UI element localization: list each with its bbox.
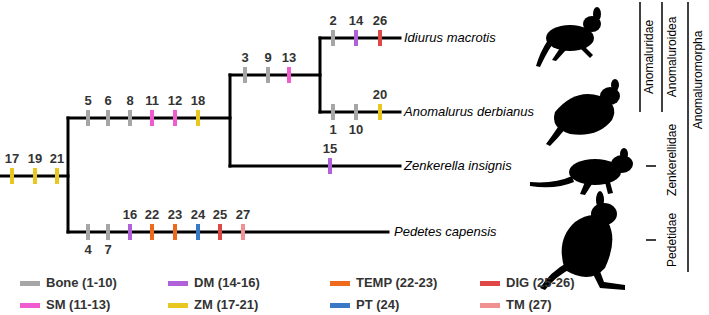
character-number: 22 (145, 208, 159, 223)
character-number: 9 (264, 51, 271, 66)
character-number: 12 (168, 94, 182, 109)
character-number: 27 (236, 208, 250, 223)
clade-name: Anomaluromorpha (692, 31, 706, 130)
character-number: 15 (323, 142, 337, 157)
character-number: 17 (5, 152, 19, 167)
legend-text: ZM (17-21) (194, 298, 258, 313)
character-number: 11 (145, 94, 159, 109)
legend-text: DIG (25-26) (506, 276, 575, 291)
character-number: 18 (191, 94, 205, 109)
character-number: 16 (123, 208, 137, 223)
character-number: 3 (241, 51, 248, 66)
character-number: 23 (168, 208, 182, 223)
legend-swatch (480, 303, 500, 308)
character-number: 26 (373, 14, 387, 29)
legend-swatch (20, 281, 40, 286)
clade-name: Anomaluroidea (666, 17, 680, 98)
taxon-name: Idiurus macrotis (404, 31, 496, 46)
legend-swatch (330, 303, 350, 308)
legend-swatch (20, 303, 40, 308)
character-number: 4 (84, 243, 91, 258)
legend-swatch (168, 281, 188, 286)
character-number: 5 (84, 94, 91, 109)
legend-text: DM (14-16) (194, 276, 260, 291)
legend-text: PT (24) (356, 298, 399, 313)
character-number: 14 (349, 14, 363, 29)
character-number: 24 (191, 208, 205, 223)
clade-name: Anomaluridae (643, 20, 657, 94)
legend-text: TEMP (22-23) (356, 276, 437, 291)
taxon-name: Anomalurus derbianus (404, 105, 534, 120)
character-number: 1 (329, 123, 336, 138)
clade-name: Pedetidae (666, 213, 680, 267)
character-number: 8 (126, 94, 133, 109)
character-number: 2 (329, 14, 336, 29)
clade-name: Zenkerellidae (666, 124, 680, 196)
legend-text: TM (27) (506, 298, 552, 313)
character-number: 20 (373, 88, 387, 103)
character-number: 19 (28, 152, 42, 167)
character-number: 13 (282, 51, 296, 66)
legend-swatch (480, 281, 500, 286)
legend-swatch (330, 281, 350, 286)
character-number: 25 (213, 208, 227, 223)
legend-text: SM (11-13) (46, 298, 110, 313)
taxon-name: Pedetes capensis (394, 225, 497, 240)
character-number: 21 (50, 152, 64, 167)
character-number: 6 (104, 94, 111, 109)
character-number: 7 (104, 243, 111, 258)
taxon-name: Zenkerella insignis (404, 159, 512, 174)
character-number: 10 (349, 123, 363, 138)
legend-text: Bone (1-10) (46, 276, 117, 291)
legend-swatch (168, 303, 188, 308)
